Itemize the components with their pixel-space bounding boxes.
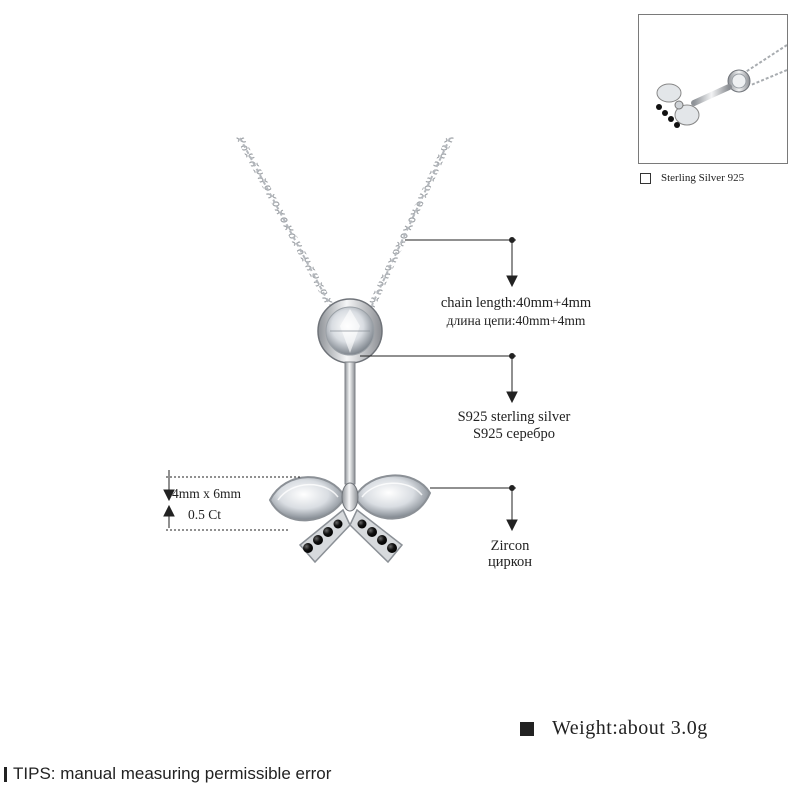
- chain-length-dimension: [405, 237, 518, 288]
- material-label-en: S925 sterling silver: [457, 409, 571, 425]
- stone-size-label: 4mm x 6mm: [172, 486, 242, 501]
- bow-charm: [268, 474, 432, 564]
- chain-length-label-ru: длина цепи:40mm+4mm: [446, 313, 586, 328]
- weight-bullet-icon: [520, 721, 534, 736]
- stone-label-ru: циркон: [487, 554, 533, 570]
- thumbnail-caption-text: Sterling Silver 925: [661, 172, 745, 184]
- stone-label-en: Zircon: [490, 538, 530, 554]
- round-stone-pendant: [317, 298, 383, 364]
- tips-bar-icon: [4, 766, 7, 782]
- material-dimension: [360, 353, 518, 404]
- tips-row: TIPS: manual measuring permissible error: [4, 764, 331, 784]
- weight-row: Weight:about 3.0g: [520, 717, 708, 740]
- caption-checkbox[interactable]: [640, 172, 651, 184]
- tips-text: TIPS: manual measuring permissible error: [13, 764, 332, 783]
- thumbnail-caption: Sterling Silver 925: [640, 170, 744, 186]
- silver-bar: [344, 361, 356, 485]
- weight-text: Weight:about 3.0g: [552, 717, 708, 739]
- thumbnail-image[interactable]: [638, 14, 788, 164]
- chain: [236, 134, 454, 309]
- stone-size-dimension: [163, 470, 300, 531]
- zircon-dimension: [430, 485, 518, 532]
- thumbnail-necklace: [656, 44, 787, 128]
- chain-length-label-en: chain length:40mm+4mm: [440, 295, 592, 311]
- stone-carat-label: 0.5 Ct: [188, 507, 222, 522]
- material-label-ru: S925 серебро: [472, 426, 556, 442]
